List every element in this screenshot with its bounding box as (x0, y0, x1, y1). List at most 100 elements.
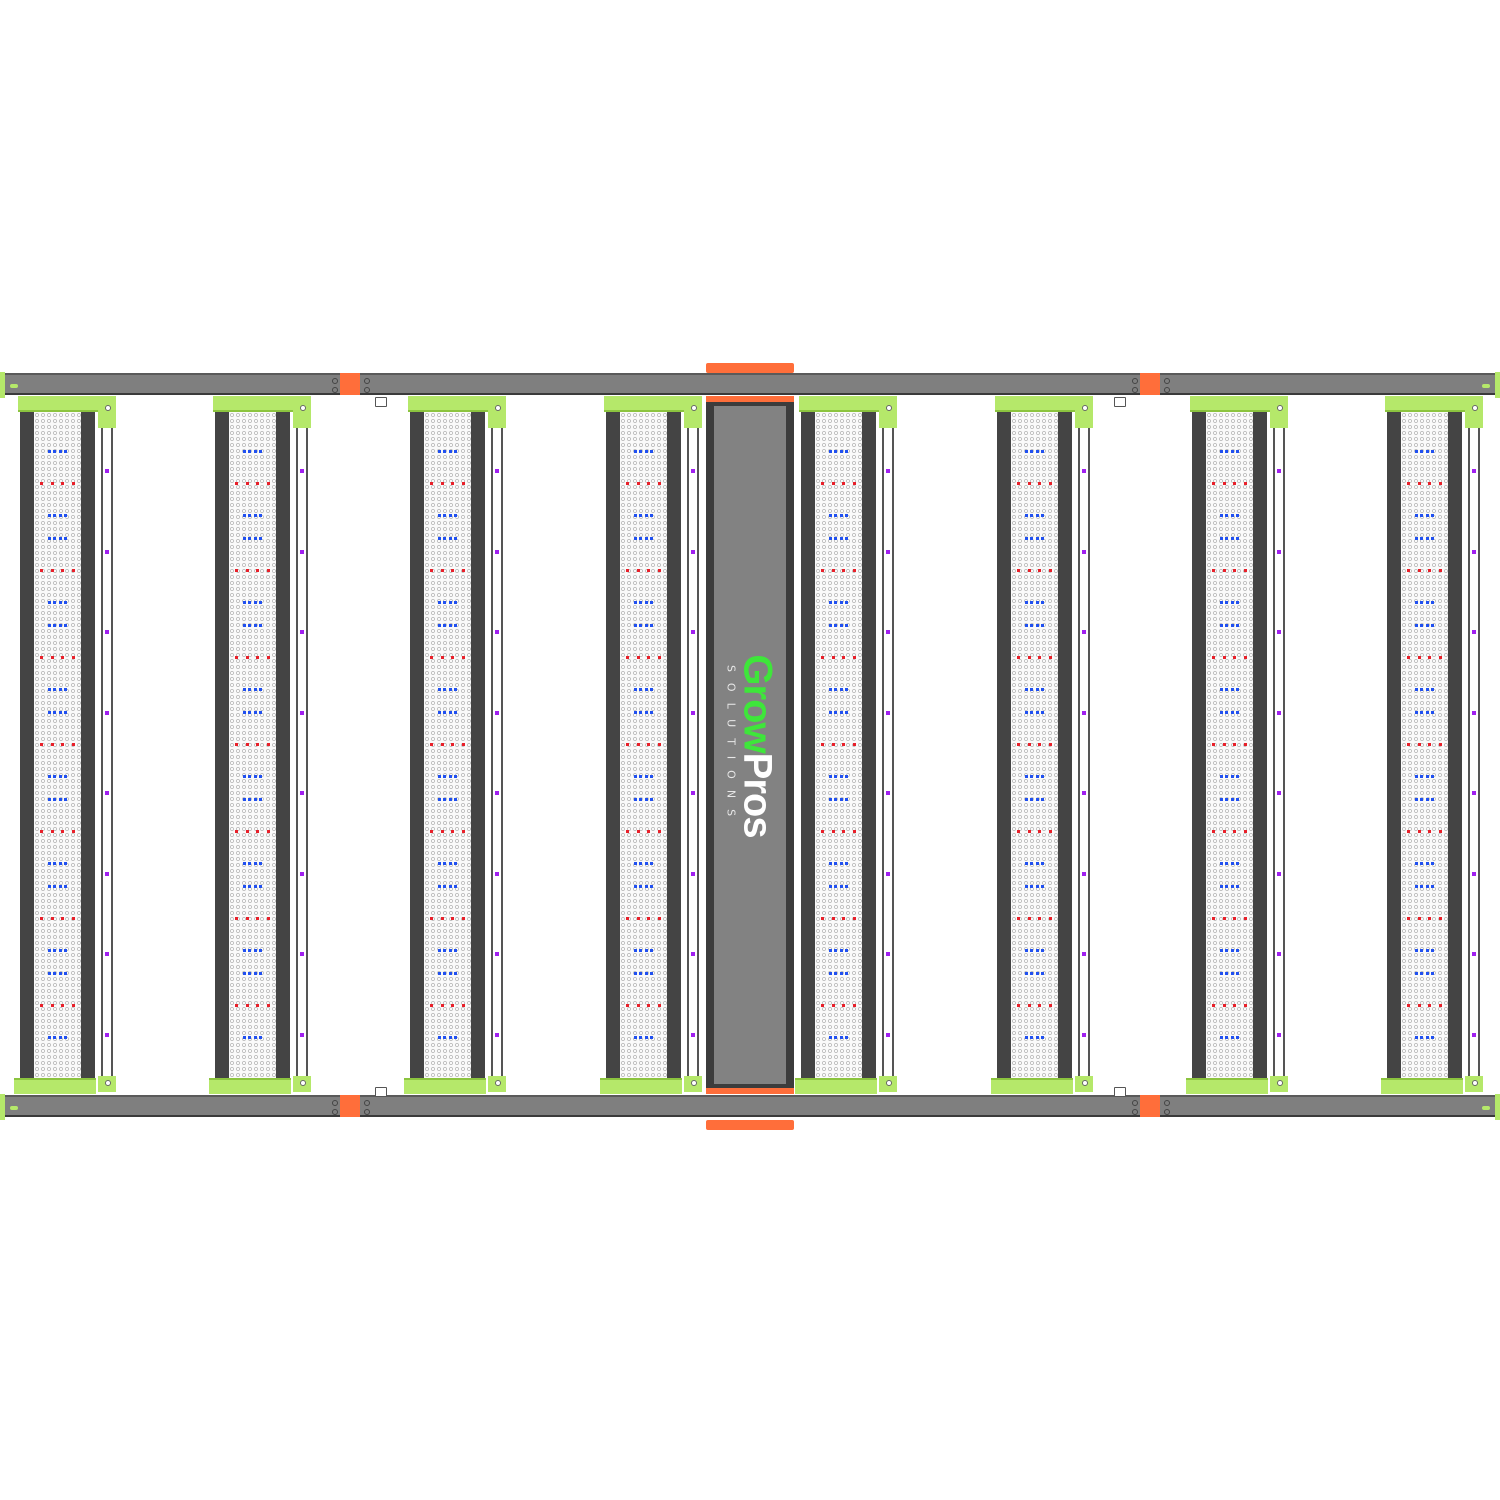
red-led (1407, 1004, 1410, 1007)
red-led (831, 482, 835, 485)
bar-top-cap (18, 396, 98, 412)
blue-led (63, 450, 67, 453)
led-row-blue (438, 688, 457, 691)
blue-led (243, 688, 246, 691)
bottom-rail (0, 1094, 1500, 1120)
blue-led (48, 711, 51, 714)
red-led (626, 830, 629, 833)
blue-led (1415, 624, 1418, 627)
uv-led (691, 952, 695, 956)
blue-led (438, 972, 441, 975)
blue-led (1420, 624, 1424, 627)
blue-led (258, 711, 262, 714)
blue-led (1035, 1036, 1039, 1039)
led-row-red (1017, 656, 1052, 659)
blue-led (448, 775, 452, 778)
blue-led (1415, 972, 1418, 975)
uv-led (1277, 791, 1281, 795)
blue-led (1025, 711, 1028, 714)
blue-led (448, 601, 452, 604)
led-row-blue (829, 972, 848, 975)
red-led (235, 743, 238, 746)
red-led (256, 917, 260, 920)
red-led (1017, 917, 1020, 920)
led-row-red (430, 830, 465, 833)
red-led (1438, 656, 1442, 659)
screw-icon (1472, 405, 1478, 411)
blue-led (1035, 885, 1039, 888)
led-array (418, 408, 477, 1094)
blue-led (839, 450, 843, 453)
led-row-blue (438, 711, 457, 714)
led-row-blue (243, 688, 262, 691)
blue-led (1425, 624, 1429, 627)
blue-led (448, 1036, 452, 1039)
blue-led (649, 711, 653, 714)
red-led (852, 482, 856, 485)
blue-led (1230, 514, 1234, 517)
uv-led (1277, 952, 1281, 956)
blue-led (258, 775, 262, 778)
blue-led (248, 972, 252, 975)
led-row-blue (438, 1036, 457, 1039)
blue-led (1025, 514, 1028, 517)
led-row-blue (1220, 798, 1239, 801)
led-row-blue (829, 711, 848, 714)
blue-led (639, 601, 643, 604)
blue-led (1415, 514, 1418, 517)
blue-led (839, 798, 843, 801)
blue-led (243, 862, 246, 865)
led-row-blue (829, 949, 848, 952)
red-led (1417, 917, 1421, 920)
red-led (61, 830, 65, 833)
led-row-blue (1415, 775, 1434, 778)
blue-led (258, 885, 262, 888)
led-row-blue (634, 885, 653, 888)
blue-led (634, 972, 637, 975)
led-row-blue (1025, 949, 1044, 952)
red-led (1017, 830, 1020, 833)
red-led (647, 743, 651, 746)
blue-led (258, 1036, 262, 1039)
uv-led (691, 871, 695, 876)
blue-led (58, 450, 62, 453)
blue-led (1225, 711, 1229, 714)
uv-led (1472, 469, 1476, 473)
blue-led (1235, 624, 1239, 627)
blue-led (829, 1036, 832, 1039)
led-row-blue (829, 514, 848, 517)
led-row-blue (243, 1036, 262, 1039)
led-row-blue (1415, 949, 1434, 952)
blue-led (649, 885, 653, 888)
blue-led (243, 537, 246, 540)
uv-led (495, 469, 499, 473)
blue-led (1035, 798, 1039, 801)
led-row-blue (1025, 450, 1044, 453)
blue-led (1220, 624, 1223, 627)
led-row-red (626, 482, 661, 485)
blue-led (1425, 798, 1429, 801)
uv-strip-top-cap (488, 396, 506, 428)
blue-led (248, 862, 252, 865)
led-row-red (821, 830, 856, 833)
blue-led (1415, 537, 1418, 540)
blue-led (63, 537, 67, 540)
red-led (1233, 917, 1237, 920)
led-row-red (40, 743, 75, 746)
blue-led (63, 601, 67, 604)
red-led (657, 569, 661, 572)
red-led (1222, 569, 1226, 572)
red-led (461, 743, 465, 746)
blue-led (649, 688, 653, 691)
red-led (461, 830, 465, 833)
uv-led (691, 791, 695, 795)
bar-bottom-cap (404, 1078, 486, 1094)
blue-led (1430, 1036, 1434, 1039)
uv-led (1082, 549, 1086, 554)
blue-led (1030, 537, 1034, 540)
red-led (1017, 569, 1020, 572)
screw-icon (364, 378, 370, 384)
screw-icon (1132, 1100, 1138, 1106)
blue-led (639, 514, 643, 517)
blue-led (1230, 775, 1234, 778)
